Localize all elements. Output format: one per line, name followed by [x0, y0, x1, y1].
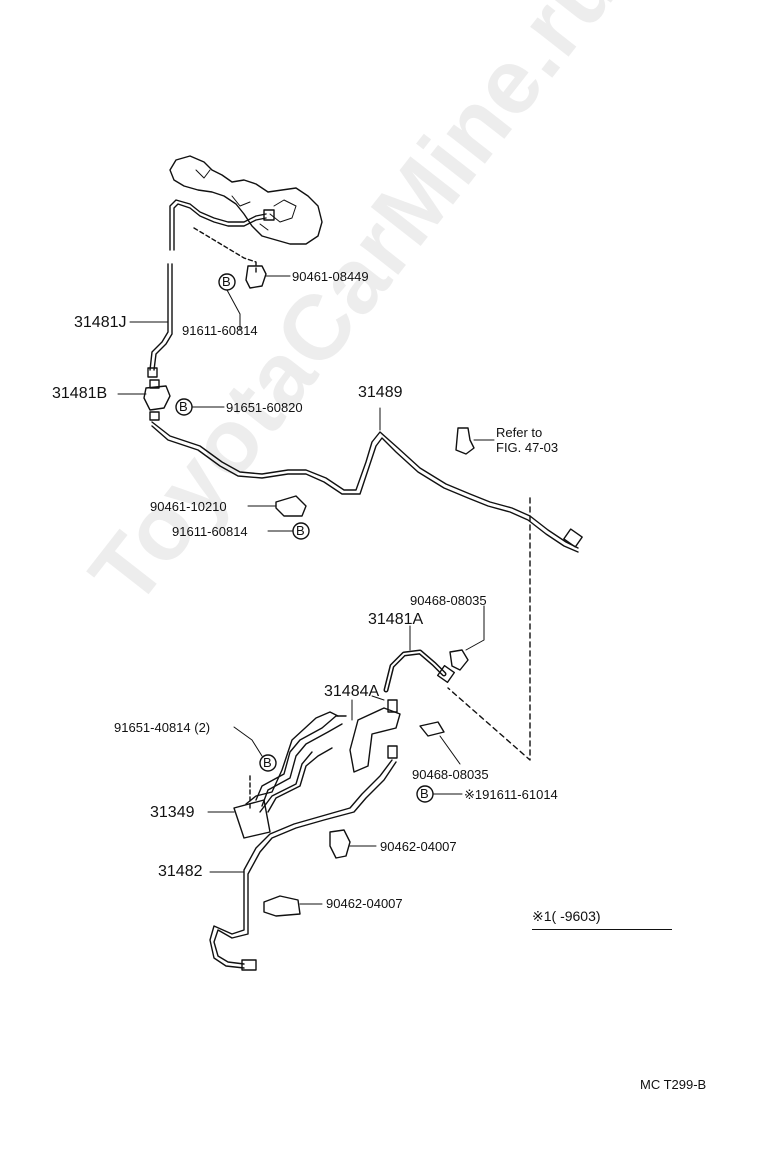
junction-block-31481B: [143, 385, 171, 411]
leader: [439, 735, 461, 765]
bolt-letter: B: [222, 274, 231, 289]
leader: [233, 726, 263, 757]
brake-hose-31481A: [383, 649, 447, 693]
clamp-90462-04007-upper: [329, 829, 351, 859]
bolt-letter: B: [420, 786, 429, 801]
bolt-letter: B: [263, 755, 272, 770]
clip-refer-fig: [455, 427, 475, 455]
brake-line-31481J-upper-2: [173, 203, 267, 251]
part-label: 91651-40814 (2): [114, 720, 211, 735]
clamp-90461-10210: [275, 495, 307, 517]
brake-line-31482-2: [213, 761, 397, 965]
part-label: 31481J: [74, 314, 127, 331]
flare-nut: [149, 411, 160, 421]
applicability-footnote: ※1( -9603): [532, 908, 601, 924]
flare-nut: [147, 367, 158, 378]
part-label: 90462-04007: [380, 839, 457, 854]
flare-nut: [563, 528, 583, 548]
part-label: 31481B: [52, 385, 108, 402]
refer-note-line1: Refer to: [496, 425, 543, 440]
part-label: 90461-08449: [292, 269, 369, 284]
brake-lines-31349: [255, 715, 347, 813]
part-label: 90462-04007: [326, 896, 403, 911]
valve-31349: [233, 799, 271, 839]
leader: [465, 605, 485, 651]
brake-line-31482: [209, 759, 393, 969]
clip-90468-08035-lower: [419, 721, 445, 737]
flare-nut: [387, 745, 398, 759]
flare-nut: [241, 959, 257, 971]
part-label: 91611-60814: [172, 524, 248, 539]
leader-dashed: [447, 497, 531, 761]
flare-nut: [263, 209, 275, 221]
refer-note-line2: FIG. 47-03: [496, 440, 559, 455]
part-label: 31349: [150, 804, 195, 821]
part-label: ※191611-61014: [464, 787, 558, 802]
master-cylinder-outline: [169, 155, 323, 245]
figure-code: MC T299-B: [640, 1077, 707, 1092]
leader: [226, 289, 241, 331]
leader: [371, 695, 385, 701]
bolt-letter: B: [179, 399, 188, 414]
footnote-underline: [532, 929, 672, 930]
part-label: 91611-60814: [182, 323, 258, 338]
clip-90468-08035-upper: [449, 649, 469, 671]
master-cylinder-detail: [195, 169, 297, 231]
part-label: 90468-08035: [410, 593, 487, 608]
part-label: 31482: [158, 863, 203, 880]
part-label: 91651-60820: [226, 400, 303, 415]
brake-line-31481J-lower-2: [153, 263, 173, 371]
part-label: 31481A: [368, 611, 424, 628]
clamp-90461-08449: [245, 265, 267, 289]
flare-nut: [149, 379, 160, 389]
brake-hose-31481A-inner: [385, 651, 445, 691]
bolt-letter: B: [296, 523, 305, 538]
part-label: 90468-08035: [412, 767, 489, 782]
clamp-90462-04007-lower: [263, 895, 301, 917]
brake-line-31481J-upper: [169, 199, 267, 251]
leader-dashed: [193, 227, 257, 273]
brake-line-31489-2: [151, 425, 579, 553]
part-label: 31489: [358, 384, 403, 401]
hose-fitting: [387, 699, 398, 713]
hose-fitting: [436, 664, 456, 684]
part-label: 90461-10210: [150, 499, 227, 514]
bolt-symbol: [259, 754, 277, 772]
brake-line-31489: [151, 421, 579, 549]
bracket-31484A: [349, 707, 401, 773]
brake-line-31481J-lower: [149, 263, 169, 371]
part-label: 31484A: [324, 683, 380, 700]
brake-lines-31349-b: [245, 711, 339, 805]
